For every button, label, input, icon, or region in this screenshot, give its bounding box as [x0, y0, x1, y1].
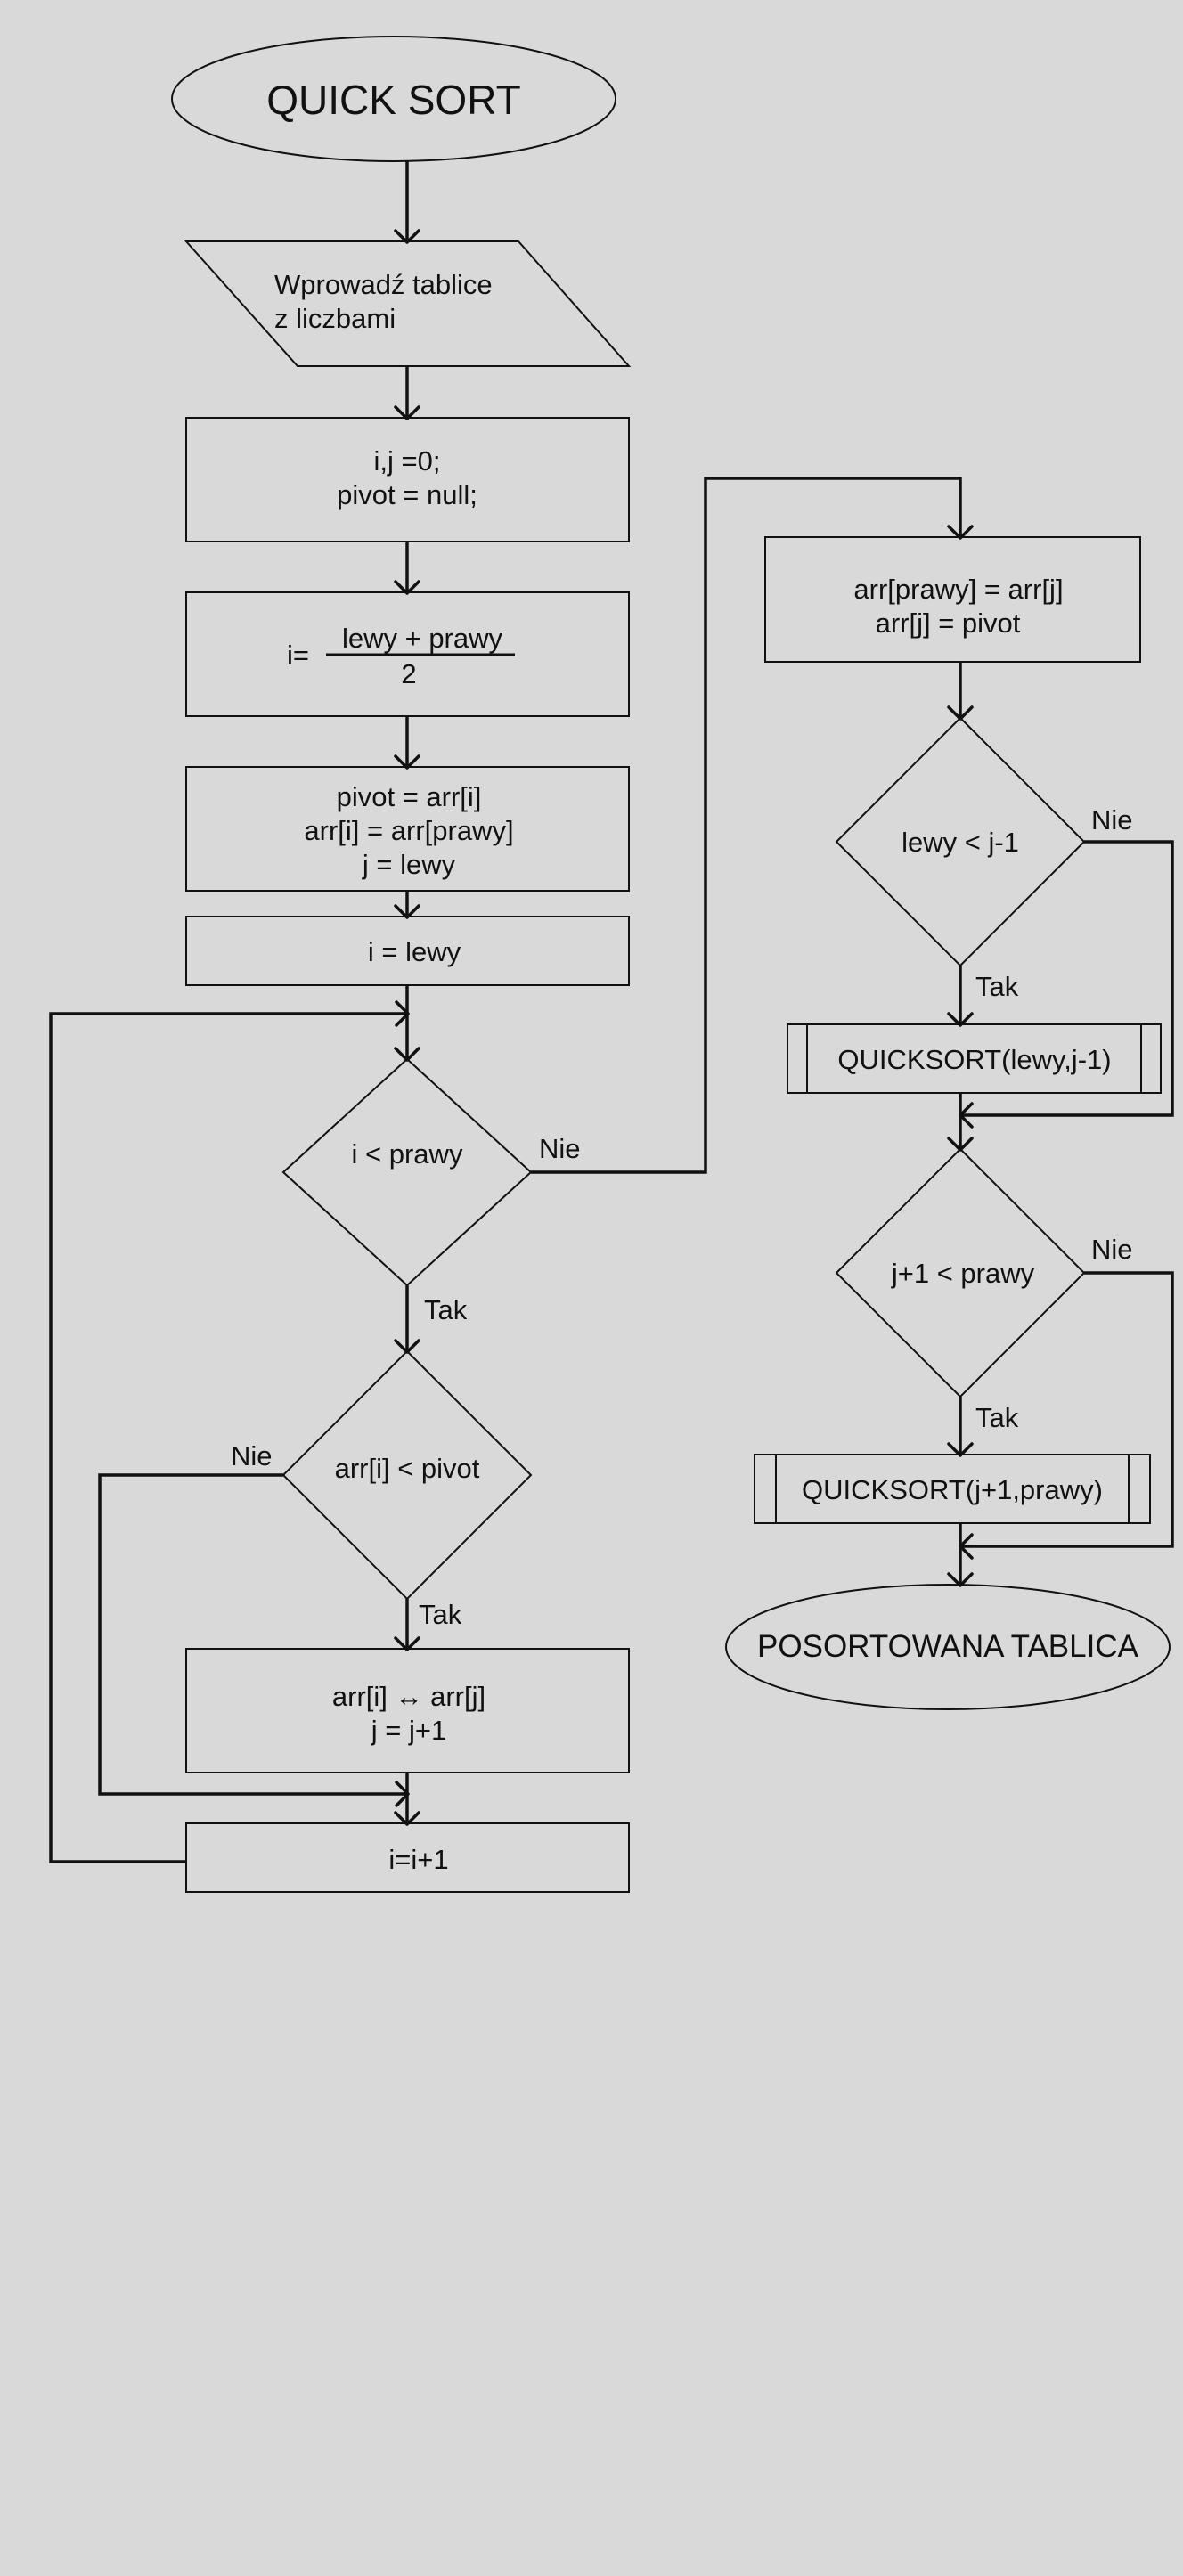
mid-numerator: lewy + prawy: [342, 623, 503, 654]
assign-label-line1: pivot = arr[i]: [337, 781, 482, 812]
init-node: i,j =0; pivot = null;: [185, 417, 630, 542]
connector-condleft-no: [959, 840, 1174, 1129]
label-cond-prawy-no: Nie: [539, 1133, 581, 1164]
i-init-label: i = lewy: [368, 936, 461, 967]
connector-iinit-cond: [394, 985, 420, 1062]
cond-left-node: lewy < j-1: [835, 716, 1086, 967]
connector-input-init: [394, 366, 420, 420]
label-cond-prawy-yes: Tak: [424, 1294, 468, 1325]
cond-right-node: j+1 < prawy: [835, 1147, 1086, 1398]
connector-pivot-no: [98, 1473, 410, 1807]
connector-loop-back: [49, 1000, 410, 1863]
label-cond-pivot-no: Nie: [231, 1440, 273, 1471]
label-cond-left-yes: Tak: [975, 971, 1019, 1002]
mid-node: i= lewy + prawy 2: [185, 591, 630, 717]
connector-pivot-yes: [394, 1599, 420, 1651]
start-label: QUICK SORT: [266, 77, 520, 123]
swap-label-line2: j = j+1: [371, 1715, 446, 1746]
cond-pivot-label: arr[i] < pivot: [335, 1453, 480, 1484]
label-cond-right-yes: Tak: [975, 1402, 1019, 1433]
connector-cond-no: [531, 477, 974, 1174]
final-assign-line2: arr[j] = pivot: [876, 607, 1021, 639]
connector-callright-end: [947, 1523, 974, 1587]
label-cond-pivot-yes: Tak: [419, 1599, 462, 1630]
cond-pivot-node: arr[i] < pivot: [281, 1349, 533, 1601]
call-right-node: QUICKSORT(j+1,prawy): [754, 1454, 1151, 1524]
cond-prawy-label: i < prawy: [352, 1138, 463, 1170]
connector-swap-increment: [394, 1773, 420, 1826]
input-node: Wprowadź tablice z liczbami: [184, 240, 632, 367]
assign-label-line2: arr[i] = arr[prawy]: [304, 815, 513, 846]
label-cond-left-no: Nie: [1091, 804, 1133, 836]
swap-node: arr[i] ↔ arr[j] j = j+1: [185, 1648, 630, 1773]
connector-condleft-yes: [947, 966, 974, 1027]
label-cond-right-no: Nie: [1091, 1234, 1133, 1265]
start-node: QUICK SORT: [171, 36, 616, 162]
cond-right-label: j+1 < prawy: [891, 1258, 1035, 1289]
input-label-line2: z liczbami: [274, 303, 396, 334]
call-left-label: QUICKSORT(lewy,j-1): [837, 1044, 1111, 1075]
increment-node: i=i+1: [185, 1822, 630, 1893]
increment-label: i=i+1: [388, 1844, 448, 1875]
mid-denominator: 2: [401, 658, 416, 689]
connector-condright-yes: [947, 1397, 974, 1457]
input-label-line1: Wprowadź tablice: [274, 269, 493, 300]
connector-condright-no: [959, 1271, 1174, 1560]
connector-assign-iinit: [394, 891, 420, 919]
connector-mid-assign: [394, 716, 420, 770]
mid-prefix: i=: [287, 640, 309, 671]
connector-init-mid: [394, 542, 420, 595]
init-label-line2: pivot = null;: [337, 479, 477, 510]
end-node: POSORTOWANA TABLICA: [725, 1584, 1171, 1710]
assign-label-line3: j = lewy: [362, 849, 456, 880]
init-label-line1: i,j =0;: [374, 445, 441, 477]
connector-cond-yes: [394, 1285, 420, 1354]
assign-node: pivot = arr[i] arr[i] = arr[prawy] j = l…: [185, 766, 630, 892]
swap-label-line1: arr[i] ↔ arr[j]: [332, 1681, 485, 1712]
final-assign-node: arr[prawy] = arr[j] arr[j] = pivot: [764, 536, 1141, 663]
cond-prawy-node: i < prawy: [281, 1057, 533, 1287]
connector-final-condleft: [947, 662, 974, 721]
connector-start-input: [394, 161, 420, 244]
call-right-label: QUICKSORT(j+1,prawy): [802, 1474, 1103, 1505]
i-init-node: i = lewy: [185, 916, 630, 986]
end-label: POSORTOWANA TABLICA: [757, 1629, 1139, 1664]
final-assign-line1: arr[prawy] = arr[j]: [853, 574, 1063, 605]
cond-left-label: lewy < j-1: [902, 827, 1019, 858]
call-left-node: QUICKSORT(lewy,j-1): [787, 1023, 1162, 1094]
connector-callleft-condright: [947, 1093, 974, 1152]
